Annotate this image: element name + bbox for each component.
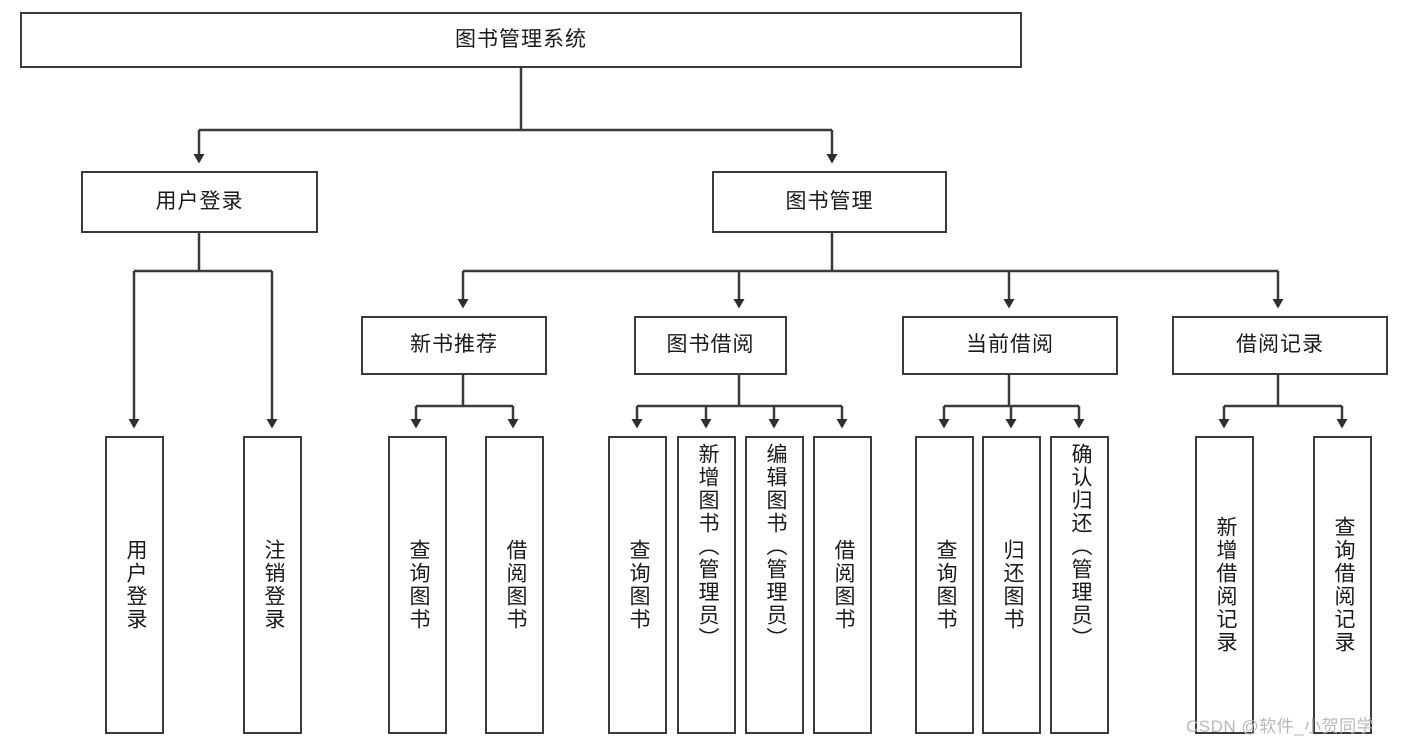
node-leaf-borrow-book-2[interactable]: 借阅图书 [813, 436, 872, 734]
node-leaf-edit-book[interactable]: 编辑图书（管理员） [745, 436, 804, 734]
node-root[interactable]: 图书管理系统 [20, 12, 1022, 68]
node-leaf-borrow-book-2-label: 借阅图书 [831, 539, 855, 631]
node-leaf-return-book[interactable]: 归还图书 [982, 436, 1041, 734]
node-leaf-user-login[interactable]: 用户登录 [105, 436, 164, 734]
node-leaf-edit-book-label: 编辑图书（管理员） [763, 443, 787, 650]
node-leaf-logout-login[interactable]: 注销登录 [243, 436, 302, 734]
node-borrow-record[interactable]: 借阅记录 [1172, 316, 1388, 375]
node-user-login-label: 用户登录 [155, 189, 244, 213]
node-user-login[interactable]: 用户登录 [81, 171, 318, 233]
node-leaf-return-book-label: 归还图书 [1000, 539, 1024, 631]
node-leaf-borrow-book-1-label: 借阅图书 [503, 539, 527, 631]
node-leaf-borrow-book-1[interactable]: 借阅图书 [485, 436, 544, 734]
node-leaf-query-book-2-label: 查询图书 [626, 539, 650, 631]
node-leaf-query-book-1[interactable]: 查询图书 [388, 436, 447, 734]
node-new-book-recommend-label: 新书推荐 [410, 333, 498, 357]
node-book-borrow-label: 图书借阅 [666, 333, 755, 357]
node-leaf-confirm-return[interactable]: 确认归还（管理员） [1050, 436, 1109, 734]
node-leaf-query-book-1-label: 查询图书 [406, 539, 430, 631]
node-root-label: 图书管理系统 [455, 27, 587, 51]
node-leaf-add-record[interactable]: 新增借阅记录 [1195, 436, 1254, 734]
node-leaf-user-login-label: 用户登录 [123, 539, 147, 631]
node-book-management-label: 图书管理 [785, 189, 874, 213]
node-leaf-logout-login-label: 注销登录 [261, 539, 285, 631]
node-leaf-add-record-label: 新增借阅记录 [1213, 516, 1237, 654]
node-new-book-recommend[interactable]: 新书推荐 [361, 316, 547, 375]
node-leaf-add-book-label: 新增图书（管理员） [695, 443, 719, 650]
node-leaf-query-record[interactable]: 查询借阅记录 [1313, 436, 1372, 734]
node-current-borrow[interactable]: 当前借阅 [902, 316, 1118, 375]
node-book-management[interactable]: 图书管理 [712, 171, 947, 233]
node-leaf-confirm-return-label: 确认归还（管理员） [1068, 443, 1092, 650]
csdn-watermark: CSDN @软件_小贺同学 [1186, 717, 1375, 736]
node-leaf-query-book-3-label: 查询图书 [933, 539, 957, 631]
node-leaf-query-book-3[interactable]: 查询图书 [915, 436, 974, 734]
node-book-borrow[interactable]: 图书借阅 [634, 316, 787, 375]
node-current-borrow-label: 当前借阅 [966, 333, 1054, 357]
node-borrow-record-label: 借阅记录 [1236, 333, 1324, 357]
node-leaf-query-book-2[interactable]: 查询图书 [608, 436, 667, 734]
node-leaf-add-book[interactable]: 新增图书（管理员） [677, 436, 736, 734]
node-leaf-query-record-label: 查询借阅记录 [1331, 516, 1355, 654]
